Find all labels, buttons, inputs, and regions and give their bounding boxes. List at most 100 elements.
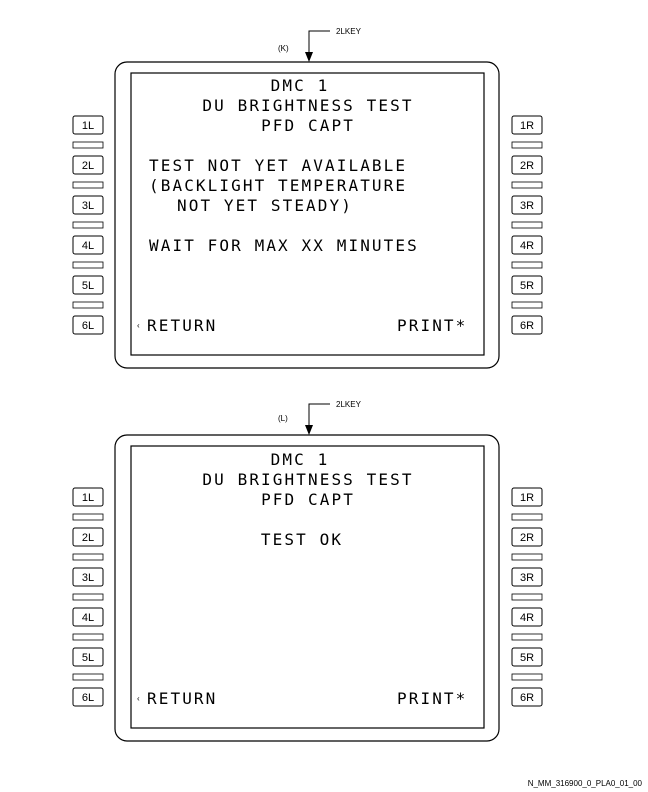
key-leader-line [308,403,330,428]
screen-status-line: TEST OK [261,530,343,549]
screen-subtitle: DU BRIGHTNESS TEST [202,96,413,115]
lsk-1r[interactable] [511,115,543,135]
lsk-label: 3L [82,200,94,212]
lsk-label: 4R [520,240,534,252]
figure-reference: N_MM_316900_0_PLA0_01_00 [528,779,643,788]
key-separator [511,513,543,521]
lsk-2r[interactable] [511,155,543,175]
panel-l: 2LKEY (L) DMC 1 DU BRIGHTNESS TEST PFD C… [72,400,543,742]
lsk-3r[interactable] [511,195,543,215]
lsk-3l[interactable] [72,567,104,587]
key-separator [72,221,104,229]
screen-status-line: TEST NOT YET AVAILABLE [149,156,407,175]
screen-title: DMC 1 [271,450,330,469]
lsk-5r[interactable] [511,275,543,295]
arrow-head-icon [305,425,313,435]
lsk-1l[interactable] [72,115,104,135]
key-separator [72,633,104,641]
left-line-select-keys: 1L 2L 3L 4L 5L 6L [72,115,104,335]
lsk-label: 2L [82,532,94,544]
key-separator [511,221,543,229]
key-reference: 2LKEY [336,27,362,36]
key-separator [511,593,543,601]
key-separator [511,301,543,309]
key-separator [72,673,104,681]
screen-title: DMC 1 [271,76,330,95]
screen-display-name: PFD CAPT [261,490,355,509]
screen-status-line: (BACKLIGHT TEMPERATURE [149,176,407,195]
lsk-label: 5R [520,280,534,292]
right-line-select-keys: 1R 2R 3R 4R 5R 6R [511,115,543,335]
arrow-head-icon [305,52,313,62]
print-prompt[interactable]: PRINT* [397,689,467,708]
lsk-3l[interactable] [72,195,104,215]
lsk-label: 5R [520,652,534,664]
key-separator [511,181,543,189]
lsk-6l[interactable] [72,687,104,707]
lsk-4l[interactable] [72,607,104,627]
key-separator [72,301,104,309]
lsk-4l[interactable] [72,235,104,255]
key-separator [511,673,543,681]
key-separator [511,553,543,561]
key-leader-line [308,30,330,55]
key-separator [72,553,104,561]
key-separator [72,593,104,601]
lsk-2l[interactable] [72,155,104,175]
lsk-label: 2L [82,160,94,172]
callout-label: (K) [278,44,289,53]
screen-subtitle: DU BRIGHTNESS TEST [202,470,413,489]
lsk-label: 1L [82,120,94,132]
print-prompt[interactable]: PRINT* [397,316,467,335]
lsk-label: 6L [82,692,94,704]
lsk-4r[interactable] [511,235,543,255]
key-separator [72,181,104,189]
key-separator [511,261,543,269]
lsk-label: 5L [82,652,94,664]
key-separator [72,141,104,149]
lsk-2l[interactable] [72,527,104,547]
lsk-label: 1L [82,492,94,504]
lsk-label: 5L [82,280,94,292]
lsk-label: 2R [520,160,534,172]
screen-status-line: NOT YET STEADY) [177,196,353,215]
lsk-5r[interactable] [511,647,543,667]
key-reference: 2LKEY [336,400,362,409]
lsk-6r[interactable] [511,315,543,335]
lsk-3r[interactable] [511,567,543,587]
panel-k: 2LKEY (K) DMC 1 DU BRIGHTNESS TEST PFD C… [72,27,543,369]
screen-status-line: WAIT FOR MAX XX MINUTES [149,236,419,255]
mcdu-bezel [114,434,500,742]
lsk-label: 3L [82,572,94,584]
lsk-label: 2R [520,532,534,544]
lsk-6r[interactable] [511,687,543,707]
lsk-1r[interactable] [511,487,543,507]
key-separator [72,261,104,269]
key-separator [511,633,543,641]
screen-display-name: PFD CAPT [261,116,355,135]
lsk-label: 6L [82,320,94,332]
lsk-5l[interactable] [72,275,104,295]
lsk-label: 1R [520,492,534,504]
lsk-6l[interactable] [72,315,104,335]
lsk-label: 3R [520,572,534,584]
lsk-label: 1R [520,120,534,132]
lsk-4r[interactable] [511,607,543,627]
lsk-label: 6R [520,692,534,704]
return-prompt-arrow-icon: ‹ [137,694,140,703]
lsk-label: 4L [82,240,94,252]
return-prompt[interactable]: RETURN [147,316,217,335]
lsk-5l[interactable] [72,647,104,667]
mcdu-screen [130,72,485,356]
key-separator [72,513,104,521]
lsk-label: 4L [82,612,94,624]
lsk-label: 3R [520,200,534,212]
mcdu-screen [130,445,485,729]
lsk-1l[interactable] [72,487,104,507]
key-separator [511,141,543,149]
return-prompt[interactable]: RETURN [147,689,217,708]
lsk-label: 4R [520,612,534,624]
left-line-select-keys: 1L 2L 3L 4L 5L 6L [72,487,104,707]
lsk-2r[interactable] [511,527,543,547]
